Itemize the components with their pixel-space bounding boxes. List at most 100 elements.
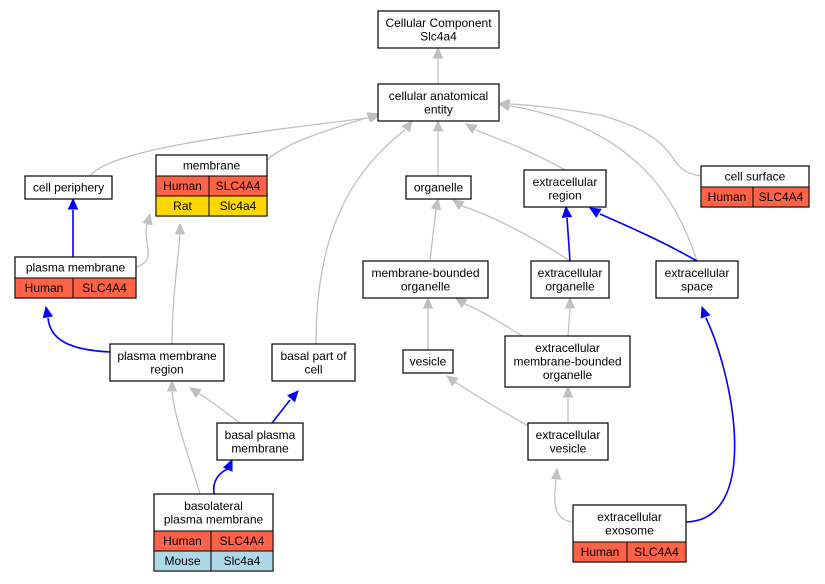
annotation-gene-cell: [752, 186, 810, 208]
arrowhead-pm_region-to-plasma_membrane: [42, 305, 54, 319]
node-organelle[interactable]: organelle: [405, 175, 472, 200]
arrowhead-ec_organelle-to-organelle: [451, 199, 465, 211]
node-label-line: extracellular: [665, 266, 730, 280]
arrowhead-ec_space-to-entity: [497, 100, 511, 112]
arrowhead-ec_mb_organelle-to-mb_organelle: [454, 297, 468, 309]
edge-cell_surface-to-entity: [509, 103, 702, 177]
node-box: [527, 422, 609, 461]
node-label-line: basolateral: [184, 499, 243, 513]
node-label-line: Cellular Component: [385, 16, 492, 30]
edge-basolateral_pm-to-basal_pm: [212, 468, 229, 495]
arrowhead-basolateral_pm-to-pm_region: [166, 379, 178, 392]
node-box: [109, 343, 225, 382]
node-label-line: vesicle: [550, 441, 587, 455]
node-label-line: membrane: [183, 159, 241, 173]
annotation-species-label: Mouse: [164, 554, 200, 568]
edge-pm_region-to-membrane: [171, 234, 181, 345]
node-label-line: exosome: [605, 523, 654, 537]
edge-exosome-to-ec_vesicle: [554, 479, 574, 523]
node-label-line: entity: [424, 102, 453, 116]
node-label-line: organelle: [543, 368, 593, 382]
node-box: [377, 10, 500, 49]
annotation-gene-label: SLC4A4: [634, 545, 679, 559]
edge-basal_part-to-entity: [315, 129, 406, 345]
edge-exosome-to-ec_space: [685, 317, 736, 523]
arrowhead-membrane-to-entity: [366, 112, 380, 123]
edge-extracellular_region-to-entity: [475, 129, 566, 171]
arrowhead-basal_part-to-entity: [401, 120, 413, 133]
annotation-gene-label: Slc4a4: [220, 199, 257, 213]
edge-basolateral_pm-to-pm_region: [171, 391, 201, 495]
arrowhead-ec_vesicle-to-ec_mb_organelle: [562, 385, 574, 398]
node-label-line: organelle: [545, 279, 595, 293]
arrowhead-ec_space-to-extracellular_region: [588, 207, 602, 218]
node-label-line: membrane-bounded: [513, 355, 621, 369]
node-box: [216, 422, 304, 461]
node-box: [377, 83, 500, 122]
node-box: [271, 343, 356, 382]
arrowhead-vesicle-to-mb_organelle: [422, 296, 434, 309]
node-periphery[interactable]: cell periphery: [24, 175, 113, 200]
edge-ec_organelle-to-extracellular_region: [566, 217, 571, 262]
edge-ec_vesicle-to-vesicle: [454, 381, 531, 428]
edge-membrane-to-entity: [266, 117, 367, 161]
node-label-line: membrane-bounded: [371, 266, 479, 280]
edge-basal_pm-to-basal_part: [271, 399, 291, 424]
node-label-line: membrane: [231, 441, 289, 455]
annotation-gene-cell: [626, 541, 687, 563]
node-box: [405, 175, 472, 200]
node-label-line: extracellular: [597, 510, 662, 524]
annotation-gene-label: SLC4A4: [759, 190, 804, 204]
node-label-line: plasma membrane: [26, 261, 126, 275]
node-box: [402, 349, 454, 374]
node-label-line: basal plasma: [225, 428, 296, 442]
arrowhead-basal_pm-to-pm_region: [188, 387, 202, 399]
edge-ec_mb_organelle-to-mb_organelle: [464, 303, 523, 337]
arrowhead-ec_organelle-to-extracellular_region: [561, 205, 573, 218]
annotation-gene-label: SLC4A4: [82, 281, 127, 295]
node-box: [655, 260, 739, 299]
annotation-gene-label: SLC4A4: [216, 179, 261, 193]
annotation-gene-cell: [210, 550, 274, 572]
annotation-gene-label: SLC4A4: [220, 534, 265, 548]
annotation-gene-label: Slc4a4: [224, 554, 261, 568]
node-box: [504, 335, 631, 388]
node-label-line: space: [681, 279, 713, 293]
node-box: [362, 260, 489, 299]
arrowhead-plasma_membrane-to-membrane: [142, 212, 153, 226]
node-label-line: organelle: [414, 181, 464, 195]
arrowhead-entity-to-root: [432, 46, 444, 59]
arrowhead-basolateral_pm-to-basal_pm: [222, 458, 233, 472]
edge-ec_space-to-extracellular_region: [599, 213, 698, 262]
arrowhead-plasma_membrane-to-periphery: [67, 197, 79, 210]
node-label-line: extracellular: [536, 428, 601, 442]
annotation-species-label: Human: [581, 545, 620, 559]
arrowhead-ec_mb_organelle-to-ec_organelle: [564, 296, 576, 309]
edge-pm_region-to-plasma_membrane: [47, 317, 111, 353]
annotation-gene-cell: [208, 195, 268, 217]
edges-layer: [42, 46, 736, 523]
edge-ec_mb_organelle-to-ec_organelle: [567, 308, 571, 337]
node-label-line: cell: [304, 362, 322, 376]
node-label-line: extracellular: [533, 175, 598, 189]
arrowhead-exosome-to-ec_vesicle: [550, 467, 562, 480]
node-vesicle[interactable]: vesicle: [402, 349, 454, 374]
